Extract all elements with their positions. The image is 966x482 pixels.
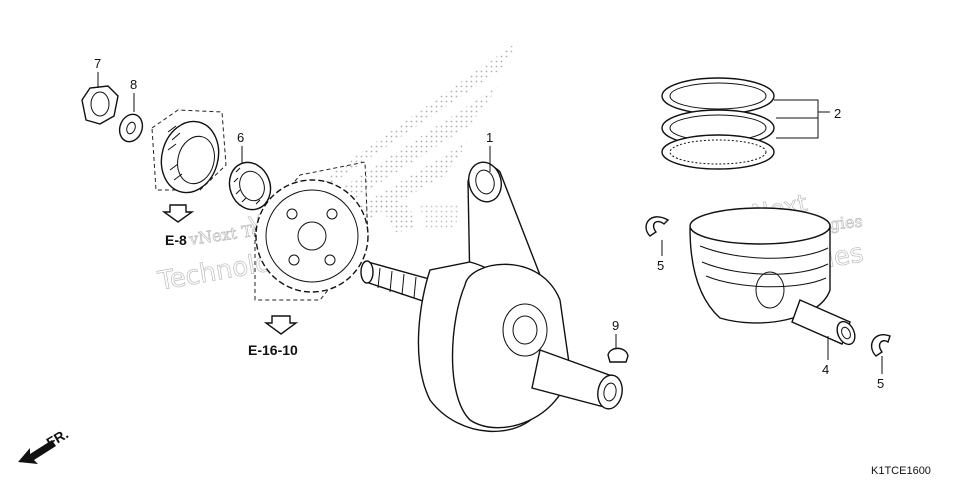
reference-e8: E-8 <box>165 232 187 248</box>
callout-6: 6 <box>237 130 244 145</box>
nut-part-7 <box>81 72 119 125</box>
callout-5-left: 5 <box>657 258 664 273</box>
piston-pin-clip-part-5-left <box>645 216 670 256</box>
washer-part-8 <box>118 93 144 143</box>
crankshaft-part-1 <box>360 146 623 433</box>
primary-drive-gear <box>254 161 369 301</box>
woodruff-key-part-9 <box>607 334 629 363</box>
callout-4: 4 <box>822 362 829 377</box>
reference-e1610: E-16-10 <box>248 342 298 358</box>
callout-1: 1 <box>486 130 493 145</box>
reference-arrow-e1610 <box>263 315 299 335</box>
callout-2: 2 <box>834 106 841 121</box>
callout-8: 8 <box>130 77 137 92</box>
front-direction-arrow-icon <box>18 440 56 464</box>
driven-gear-assembly <box>151 109 227 194</box>
needle-bearing-part-6 <box>228 146 272 211</box>
callout-9: 9 <box>612 318 619 333</box>
piston-part <box>689 207 831 324</box>
diagram-code: K1TCE1600 <box>871 465 931 477</box>
callout-5-right: 5 <box>877 376 884 391</box>
piston-pin-clip-part-5-right <box>871 334 891 374</box>
callout-7: 7 <box>94 56 101 71</box>
reference-arrow-e8 <box>161 204 195 223</box>
piston-pin-part-4 <box>791 299 856 360</box>
piston-ring-set-part-2 <box>661 77 830 170</box>
wing-logo-watermark <box>280 40 520 232</box>
